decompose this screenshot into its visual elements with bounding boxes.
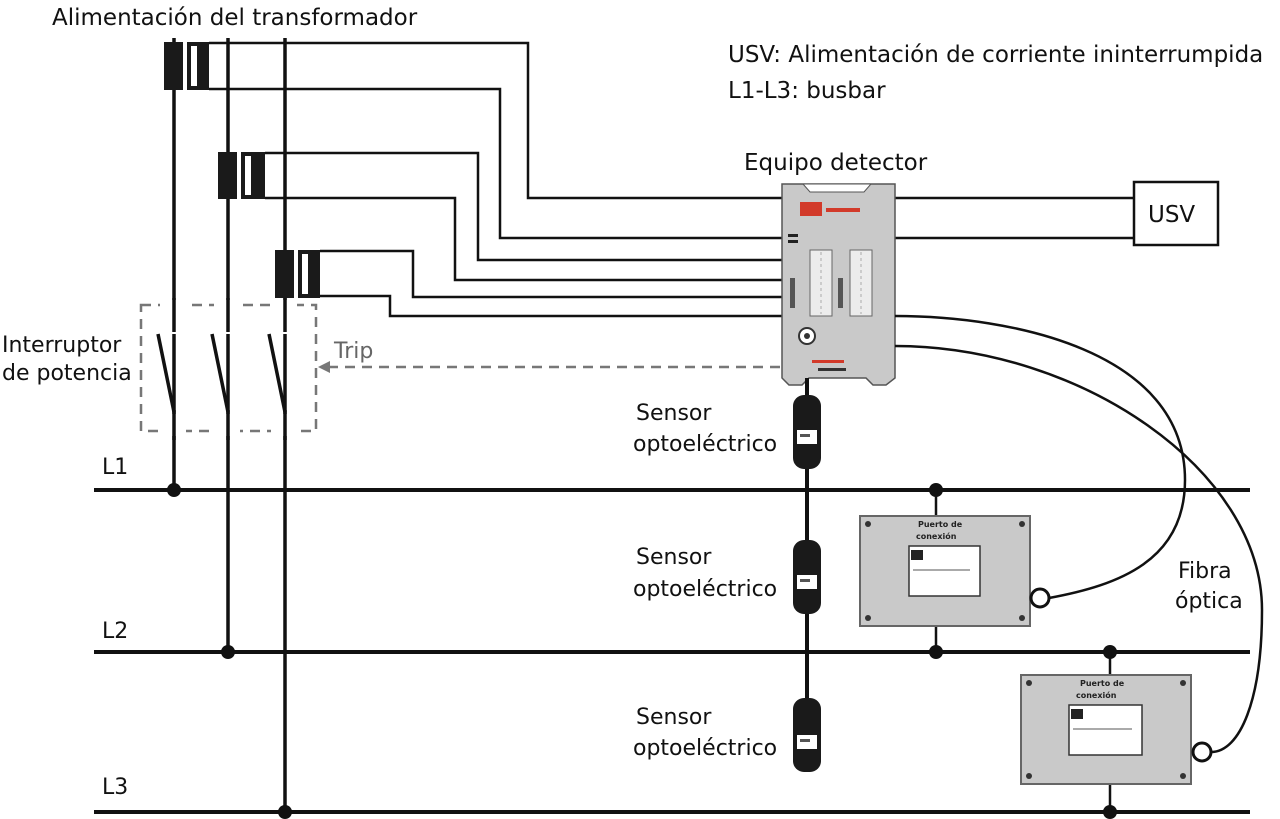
sensor-1-label-line1: Sensor (636, 401, 712, 426)
current-transformer-3 (275, 250, 320, 298)
fiber-connector-icon (1191, 741, 1213, 763)
legend-usv: USV: Alimentación de corriente ininterru… (728, 42, 1263, 68)
usv-label: USV (1148, 202, 1195, 228)
sensor-2-label-line2: optoeléctrico (633, 577, 777, 602)
breaker-switch-2 (210, 333, 230, 413)
current-transformer-2 (218, 152, 265, 199)
fiber-connector-icon (1029, 587, 1051, 609)
breaker-label-line1: Interruptor (2, 333, 122, 358)
legend-busbar: L1-L3: busbar (728, 78, 886, 104)
junction-box-1-label-line1: Puerto de (918, 520, 963, 529)
ct3-wire-b (320, 294, 782, 318)
junction-box-2-label-line1: Puerto de (1080, 679, 1125, 688)
busbar-l2-label: L2 (102, 619, 128, 644)
junction-box-2 (1020, 674, 1213, 785)
ct2-wire-b (265, 196, 782, 282)
optoelectric-sensor-2 (793, 540, 821, 614)
busbar-l3-label: L3 (102, 775, 128, 800)
ct1-wire-b (209, 87, 782, 240)
current-transformer-1 (164, 42, 209, 90)
junction-dot (167, 483, 181, 497)
fiber-optic-cable-2 (894, 344, 1264, 754)
sensor-3-label-line1: Sensor (636, 705, 712, 730)
breaker-switch-3 (267, 333, 287, 413)
ct3-wire-a (320, 249, 782, 299)
brand-logo-icon (800, 202, 822, 216)
breaker-switch-1 (156, 333, 176, 413)
junction-box-1 (859, 515, 1051, 627)
trip-label: Trip (333, 339, 373, 364)
optoelectric-sensor-1 (793, 395, 821, 469)
busbar-l1-label: L1 (102, 455, 128, 480)
detector-label: Equipo detector (744, 150, 928, 176)
diagram-title: Alimentación del transformador (52, 5, 418, 31)
junction-box-2-label-line2: conexión (1076, 690, 1117, 700)
fiber-optic-cable-1 (894, 314, 1187, 600)
detector-device (781, 183, 896, 386)
junction-dot (221, 645, 235, 659)
fiber-label-line1: Fibra (1178, 559, 1232, 584)
sensor-2-label-line1: Sensor (636, 545, 712, 570)
junction-dot (278, 805, 292, 819)
optoelectric-sensor-3 (793, 698, 821, 772)
ct2-wire-a (265, 151, 782, 262)
sensor-3-label-line2: optoeléctrico (633, 736, 777, 761)
junction-box-1-label-line2: conexión (916, 531, 957, 541)
usv-box (1132, 180, 1220, 247)
sensor-1-label-line2: optoeléctrico (633, 432, 777, 457)
trip-arrow-icon (318, 361, 330, 373)
ct1-wire-a (209, 41, 782, 200)
breaker-label-line2: de potencia (2, 361, 132, 386)
fiber-label-line2: óptica (1175, 589, 1243, 614)
